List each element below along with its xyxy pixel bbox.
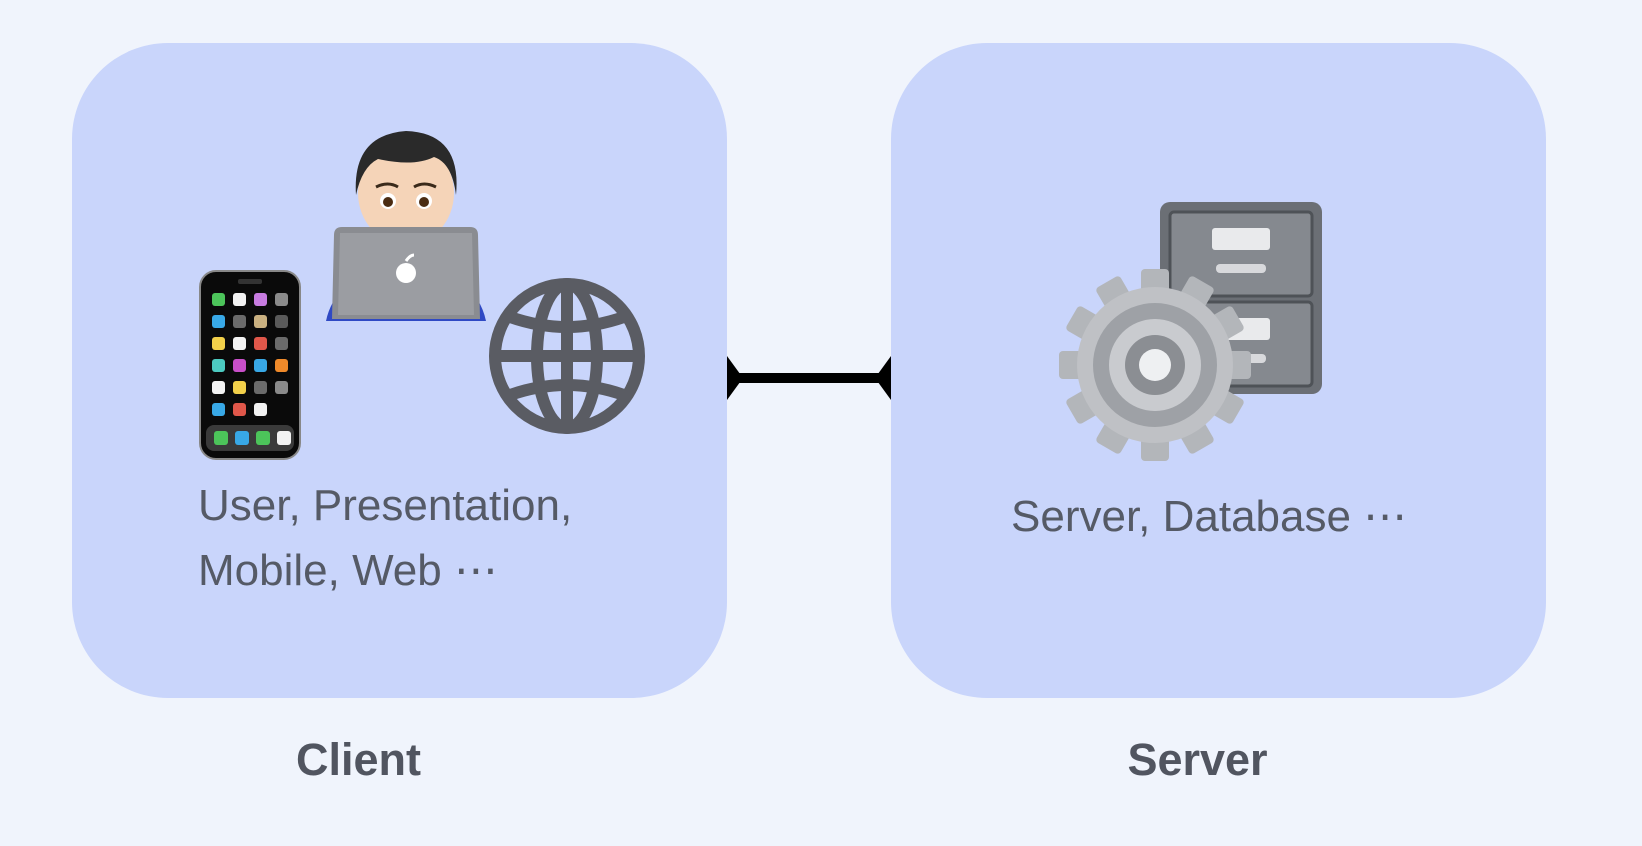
person-with-laptop-icon bbox=[326, 131, 486, 321]
client-description-line: User, Presentation, bbox=[198, 481, 573, 530]
server-description: Server, Database ⋯ bbox=[1011, 492, 1408, 541]
client-title: Client bbox=[295, 734, 421, 785]
client-panel: User, Presentation, Mobile, Web ⋯ bbox=[72, 43, 727, 698]
client-description-line: Mobile, Web ⋯ bbox=[198, 546, 498, 595]
globe-icon bbox=[489, 278, 645, 434]
gear-icon bbox=[1059, 269, 1251, 461]
server-title: Server bbox=[1127, 734, 1268, 785]
mobile-phone-icon bbox=[199, 270, 301, 460]
server-panel: Server, Database ⋯ bbox=[891, 43, 1546, 698]
client-description: User, Presentation, Mobile, Web ⋯ bbox=[198, 473, 572, 603]
connector-line bbox=[727, 356, 891, 400]
